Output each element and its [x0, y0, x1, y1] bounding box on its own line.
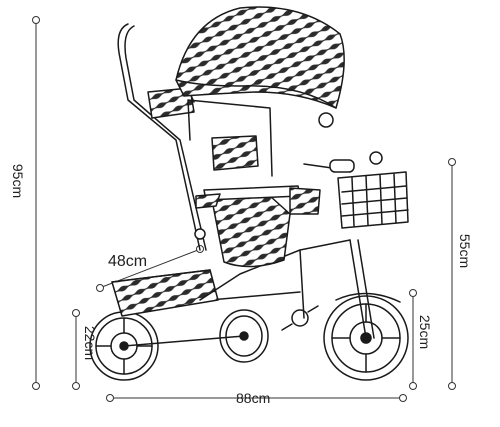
rear-wheel-22-label: 22cm — [82, 325, 98, 361]
down-tube — [299, 249, 305, 319]
push-handle-joint — [194, 228, 206, 240]
dimension-lines — [32, 16, 456, 402]
front-wheel-25-label: 25cm — [417, 314, 433, 350]
depth-48-left-dot — [96, 284, 104, 292]
headrest — [211, 135, 259, 171]
rear-basket — [111, 269, 219, 317]
rear-wheel-22-top-dot — [72, 309, 80, 317]
front-wheel-25-top-dot — [409, 289, 417, 297]
depth-48-label: 48cm — [108, 253, 148, 270]
seat — [195, 185, 321, 268]
front-wheel-25-bottom-dot — [409, 382, 417, 390]
height-55-bottom-dot — [448, 382, 456, 390]
pedal-right — [307, 305, 319, 313]
canopy — [175, 6, 345, 109]
push-handle — [117, 23, 201, 251]
front-fork — [349, 239, 375, 339]
rear-axle — [123, 335, 245, 347]
height-95-top-dot — [32, 16, 40, 24]
length-88-label: 88cm — [236, 390, 271, 406]
cup-holder-basket — [147, 87, 195, 119]
front-basket — [337, 171, 409, 229]
height-95-label: 95cm — [10, 163, 26, 199]
pedal-crank — [291, 309, 309, 327]
canopy-toy — [318, 112, 334, 128]
front-mudguard — [335, 292, 401, 303]
height-95-bottom-dot — [32, 382, 40, 390]
push-handle-inner — [124, 25, 207, 251]
tricycle — [89, 6, 409, 381]
length-88-right-dot — [399, 394, 407, 402]
pedal-left — [281, 323, 293, 331]
length-88-left-dot — [106, 394, 114, 402]
rear-wheel-22-bottom-dot — [72, 382, 80, 390]
handlebar-grip — [329, 159, 355, 173]
canopy-pole — [187, 99, 273, 177]
height-55-label: 55cm — [457, 233, 473, 269]
height-55-top-dot — [448, 158, 456, 166]
bell — [369, 151, 383, 165]
